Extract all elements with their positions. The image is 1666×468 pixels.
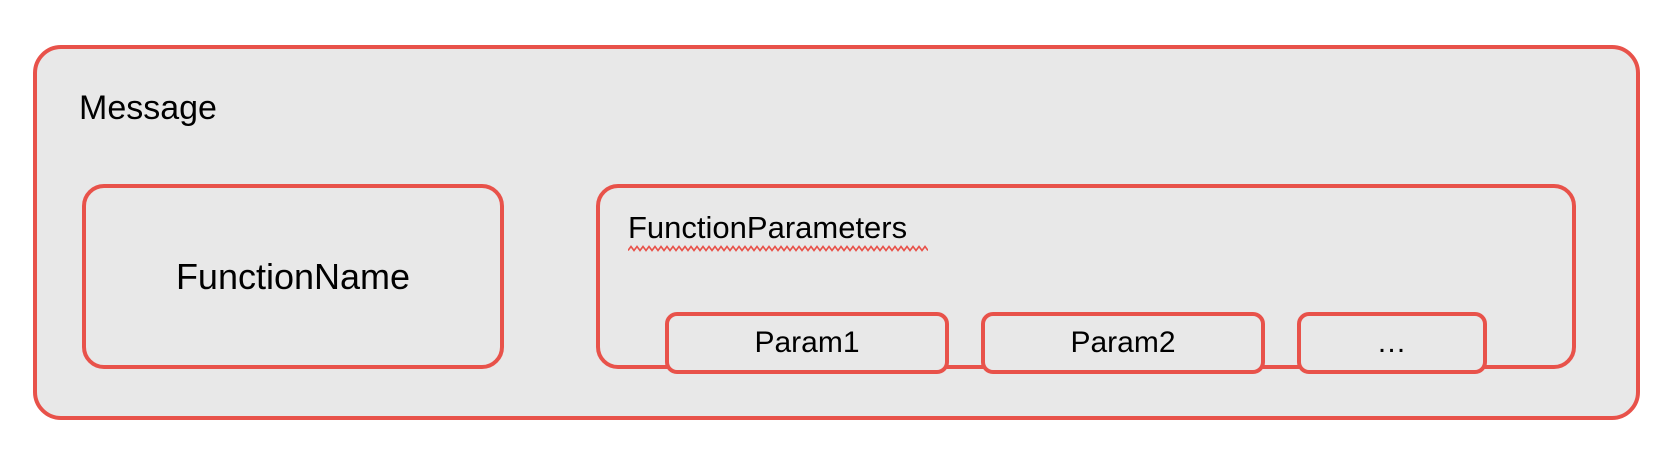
parameter-chip: Param2 <box>981 312 1265 374</box>
parameter-chip: Param1 <box>665 312 949 374</box>
spellcheck-squiggle-icon <box>628 245 928 252</box>
message-container: Message FunctionName FunctionParameters … <box>33 45 1640 420</box>
parameter-chip-ellipsis: … <box>1297 312 1487 374</box>
function-name-box: FunctionName <box>82 184 504 369</box>
message-label: Message <box>79 89 217 127</box>
function-parameters-label-group: FunctionParameters <box>628 212 928 252</box>
parameter-chip-label: Param2 <box>1070 326 1176 359</box>
parameter-chip-label: Param1 <box>754 326 860 359</box>
parameter-chip-label: … <box>1376 326 1408 359</box>
function-parameters-box: FunctionParameters Param1 Param2 … <box>596 184 1576 374</box>
parameter-chip-row: Param1 Param2 … <box>665 312 1487 374</box>
function-name-label: FunctionName <box>175 255 411 297</box>
function-parameters-label: FunctionParameters <box>628 210 908 245</box>
